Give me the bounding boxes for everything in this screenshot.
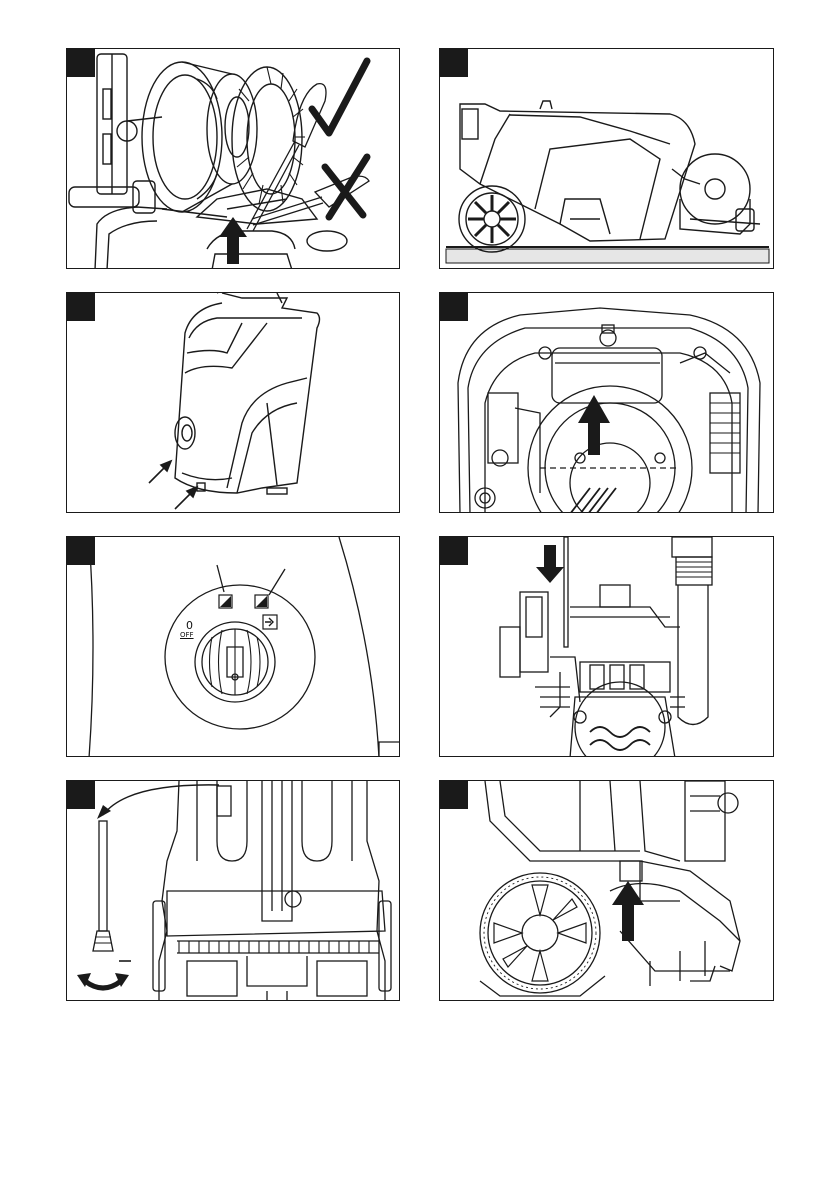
curved-arrow-icon bbox=[97, 785, 219, 819]
figure-number-tag bbox=[440, 781, 468, 809]
pressure-dial-illustration bbox=[67, 537, 400, 757]
washer-on-back-illustration bbox=[440, 49, 774, 269]
figure-panel-8 bbox=[439, 780, 774, 1001]
figure-number-tag bbox=[67, 781, 95, 809]
figure-number-tag bbox=[440, 293, 468, 321]
figure-number-tag bbox=[67, 537, 95, 565]
down-arrow-icon bbox=[536, 545, 564, 583]
figure-panel-3 bbox=[66, 292, 400, 513]
up-arrow-icon bbox=[219, 217, 247, 264]
figure-panel-1 bbox=[66, 48, 400, 269]
motor-compartment-illustration bbox=[440, 293, 774, 513]
turbo-nozzle-icon bbox=[263, 615, 277, 629]
figure-number-tag bbox=[67, 293, 95, 321]
wheel-inlet-illustration bbox=[440, 781, 774, 1001]
front-cover-illustration bbox=[67, 293, 400, 513]
figure-number-tag bbox=[440, 49, 468, 77]
up-arrow-icon bbox=[578, 395, 610, 455]
hose-reel-illustration bbox=[67, 49, 400, 269]
figure-panel-2 bbox=[439, 48, 774, 269]
dial-off-label: OFF bbox=[180, 631, 194, 639]
pump-filter-illustration bbox=[440, 537, 774, 757]
figure-panel-6 bbox=[439, 536, 774, 757]
check-mark-icon bbox=[312, 61, 367, 133]
figure-number-tag bbox=[440, 537, 468, 565]
pointer-arrow-icon bbox=[175, 487, 197, 509]
figure-panel-5: 0 OFF bbox=[66, 536, 400, 757]
figure-number-tag bbox=[67, 49, 95, 77]
figure-panel-4 bbox=[439, 292, 774, 513]
on-high-icon bbox=[255, 595, 268, 608]
filter-cleaning-illustration bbox=[67, 781, 400, 1001]
pointer-arrow-icon bbox=[149, 461, 171, 483]
on-low-icon bbox=[219, 595, 232, 608]
rotate-arrow-icon bbox=[77, 973, 129, 988]
up-arrow-icon bbox=[612, 881, 644, 941]
figure-panel-7 bbox=[66, 780, 400, 1001]
